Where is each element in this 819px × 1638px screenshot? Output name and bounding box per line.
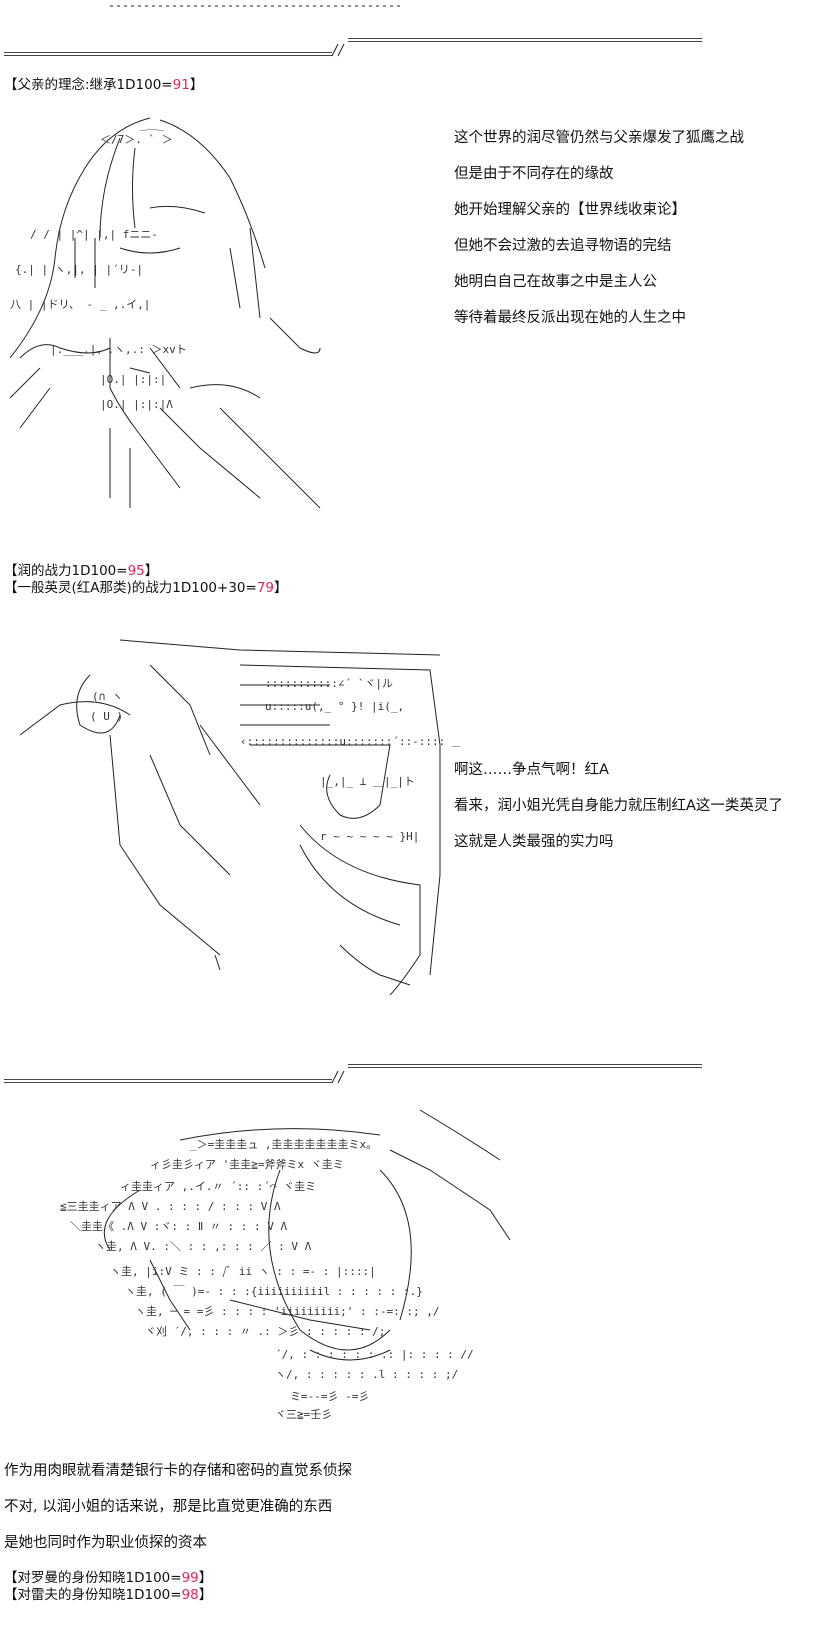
svg-text:≦三圭圭ィア Λ V . : : : / : : : V: ≦三圭圭ィア Λ V . : : : / : : : V Λ <box>60 1200 281 1213</box>
dice-roll-lev-identity: 【对雷夫的身份知晓1D100=98】 <box>4 1587 213 1603</box>
svg-text:r ~ ~ ~ ~ ~ }H|: r ~ ~ ~ ~ ~ }H| <box>320 830 419 843</box>
svg-text:(∩ ヽ: (∩ ヽ <box>92 690 123 703</box>
svg-text:( U ): ( U ) <box>90 710 123 723</box>
svg-text:ミ=--=彡 -=彡: ミ=--=彡 -=彡 <box>290 1390 369 1403</box>
detective-line-1: 作为用肉眼就看清楚银行卡的存储和密码的直觉系侦探 <box>4 1463 352 1479</box>
svg-text:‹::::::::::::::u:::::::´::‐:::: ‹::::::::::::::u:::::::´::‐:::: ＿＿＞ <box>240 735 460 748</box>
svg-text:|O.| |:|:|: |O.| |:|:| <box>100 373 166 386</box>
svg-text::::::::::::∠´ `ヾ|ル: :::::::::::∠´ `ヾ|ル <box>265 677 393 690</box>
divider-slash-2 <box>331 1070 345 1084</box>
reaction-line-1: 啊这……争点气啊！红A <box>454 762 609 778</box>
svg-text:/ / | |^| |,| fニニ-: / / | |^| |,| fニニ- <box>30 228 158 241</box>
story-line-5: 她明白自己在故事之中是主人公 <box>454 274 657 290</box>
svg-text:ィ圭圭ィア ,.イ.〃 ´:: :´⌒ ヾ圭ミ: ィ圭圭ィア ,.イ.〃 ´:: :´⌒ ヾ圭ミ <box>120 1180 316 1193</box>
svg-text:ヽ圭, ( ￣ )=- : : :{iiiiiiii: ヽ圭, ( ￣ )=- : : :{iiiiiiiiiil : : : : : … <box>125 1284 423 1298</box>
svg-text:ヾ刈 ´/, : : : 〃 .: ＞彡 : :: ヾ刈 ´/, : : : 〃 .: ＞彡 : : : : : /; <box>145 1325 385 1338</box>
svg-text:ヾ三≧=壬彡: ヾ三≧=壬彡 <box>275 1408 332 1421</box>
svg-text:ヽ圭, ─ = =彡 : : : : 'iiiiii: ヽ圭, ─ = =彡 : : : : 'iiiiiiiii;' : :-=: :… <box>135 1305 440 1318</box>
story-line-2: 但是由于不同存在的缘故 <box>454 166 614 182</box>
svg-text:´/, : : : : : : .: |: : : : //: ´/, : : : : : : .: |: : : : // <box>275 1348 474 1361</box>
svg-text:ィ彡圭彡ィア '圭圭≧=斧斧ミx ヾ圭ミ: ィ彡圭彡ィア '圭圭≧=斧斧ミx ヾ圭ミ <box>150 1158 344 1171</box>
section-divider-1b <box>348 38 702 42</box>
section-divider-1 <box>4 52 332 56</box>
svg-text:ヽ圭, Λ V. :＼ : : ,: : : ／: ヽ圭, Λ V. :＼ : : ,: : : ／ : V Λ <box>95 1240 312 1253</box>
svg-text:_＞=圭圭圭ュ ,圭圭圭圭圭圭圭ミx。: _＞=圭圭圭ュ ,圭圭圭圭圭圭圭ミx。 <box>190 1138 377 1151</box>
detective-line-2: 不对, 以润小姐的话来说，那是比直觉更准确的东西 <box>4 1499 333 1515</box>
svg-text:|.___.|、,ヽ,.: ＞xvト: |.___.|、,ヽ,.: ＞xvト <box>50 343 187 356</box>
ascii-art-character-portrait: _＿_ ＜/7＞. ` ＞ / / | |^| |,| fニニ- {.| | ヽ… <box>9 117 321 509</box>
svg-text:ヽ圭, |i:V ミ : : /ﾞ ii ヽ :: ヽ圭, |i:V ミ : : /ﾞ ii ヽ : : =- : |::::| <box>110 1265 376 1278</box>
ascii-art-eye-closeup: _＞=圭圭圭ュ ,圭圭圭圭圭圭圭ミx。 ィ彡圭彡ィア '圭圭≧=斧斧ミx ヾ圭ミ… <box>60 1109 511 1421</box>
story-line-6: 等待着最终反派出现在她的人生之中 <box>454 310 686 326</box>
svg-text:|O.| |:|:|Λ: |O.| |:|:|Λ <box>100 398 173 411</box>
svg-text:u:::::u(,_ ° }! |i(_,: u:::::u(,_ ° }! |i(_, <box>265 700 404 713</box>
svg-text:＼圭圭《 .Λ V :ヾ: : Ⅱ 〃 : : :: ＼圭圭《 .Λ V :ヾ: : Ⅱ 〃 : : : V Λ <box>70 1220 287 1233</box>
dice-roll-roman-identity: 【对罗曼的身份知晓1D100=99】 <box>4 1570 213 1586</box>
svg-text:＜/7＞. ` ＞: ＜/7＞. ` ＞ <box>100 133 173 146</box>
detective-line-3: 是她也同时作为职业侦探的资本 <box>4 1535 207 1551</box>
top-ascii-fragment <box>110 5 400 7</box>
section-divider-2 <box>4 1079 332 1083</box>
svg-text:八 | |ドリ、 - _ ,.イ,|: 八 | |ドリ、 - _ ,.イ,| <box>10 298 150 311</box>
reaction-line-3: 这就是人类最强的实力吗 <box>454 834 614 850</box>
svg-text:{.| | ヽ,|, | |´リ-|: {.| | ヽ,|, | |´リ-| <box>15 263 143 276</box>
dice-roll-jun-power: 【润的战力1D100=95】 <box>4 563 159 579</box>
svg-text:_＿_: _＿_ <box>140 118 165 131</box>
svg-text:ヽ/, : : : : : .l : : : : ;/: ヽ/, : : : : : .l : : : : ;/ <box>275 1368 458 1381</box>
dice-roll-servant-power: 【一般英灵(红A那类)的战力1D100+30=79】 <box>4 580 288 596</box>
story-line-3: 她开始理解父亲的【世界线收束论】 <box>454 202 686 218</box>
reaction-line-2: 看来，润小姐光凭自身能力就压制红A这一类英灵了 <box>454 798 783 814</box>
svg-text:|_,|_ ⊥ ＿|_|ト: |_,|_ ⊥ ＿|_|ト <box>320 775 415 788</box>
ascii-art-fist-face: (∩ ヽ ( U ) :::::::::::∠´ `ヾ|ル u:::::u(,_… <box>19 639 460 996</box>
dice-roll-father-ideal: 【父亲的理念:继承1D100=91】 <box>4 77 204 93</box>
divider-slash-1 <box>331 43 345 57</box>
story-line-4: 但她不会过激的去追寻物语的完结 <box>454 238 672 254</box>
story-line-1: 这个世界的润尽管仍然与父亲爆发了狐鹰之战 <box>454 130 744 146</box>
section-divider-2b <box>348 1064 702 1068</box>
